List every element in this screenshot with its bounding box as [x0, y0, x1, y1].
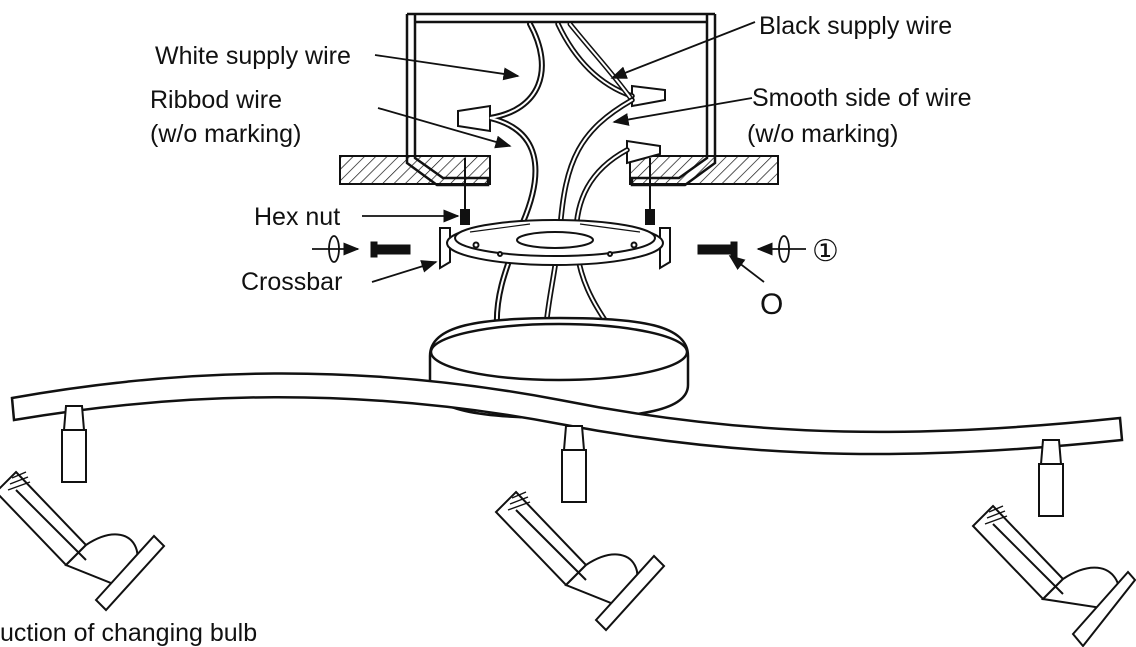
- bottom-caption: uction of changing bulb: [0, 619, 257, 647]
- label-crossbar: Crossbar: [241, 268, 342, 296]
- label-black-supply-wire: Black supply wire: [759, 12, 952, 40]
- hex-nut-right: [645, 209, 655, 225]
- label-ribbed-wire: Ribbod wire: [150, 86, 282, 114]
- wires: [489, 21, 635, 331]
- leader-lines: [362, 21, 765, 283]
- screw-right: [697, 244, 733, 255]
- wire-nut-right-lower: [626, 139, 661, 165]
- screw-left: [375, 244, 411, 255]
- spotlight-right: [971, 439, 1136, 647]
- label-white-supply-wire: White supply wire: [155, 42, 351, 70]
- spotlight-left: [0, 405, 166, 612]
- label-hex-nut: Hex nut: [254, 203, 340, 231]
- spotlight-center: [494, 425, 666, 632]
- white-supply-wire: [489, 21, 545, 331]
- screws: [370, 241, 738, 258]
- rotation-arrow-right: [756, 235, 806, 263]
- mounting-bolts: [460, 158, 655, 225]
- screw-marker: O: [760, 288, 783, 321]
- crossbar: [439, 219, 671, 270]
- wire-nut-right-upper: [631, 84, 666, 108]
- hex-nut-left: [460, 209, 470, 225]
- label-smooth-side: Smooth side of wire: [752, 84, 972, 112]
- label-smooth-side-note: (w/o marking): [747, 120, 898, 148]
- wire-nuts: [457, 84, 666, 165]
- label-ribbed-wire-note: (w/o marking): [150, 120, 301, 148]
- rotation-arrow-left: [312, 235, 360, 263]
- wire-nut-left: [457, 104, 491, 133]
- track-bar: [10, 372, 1124, 456]
- step-marker: ①: [812, 235, 839, 268]
- outlet-box: [405, 12, 717, 187]
- ceiling-section: [339, 155, 779, 185]
